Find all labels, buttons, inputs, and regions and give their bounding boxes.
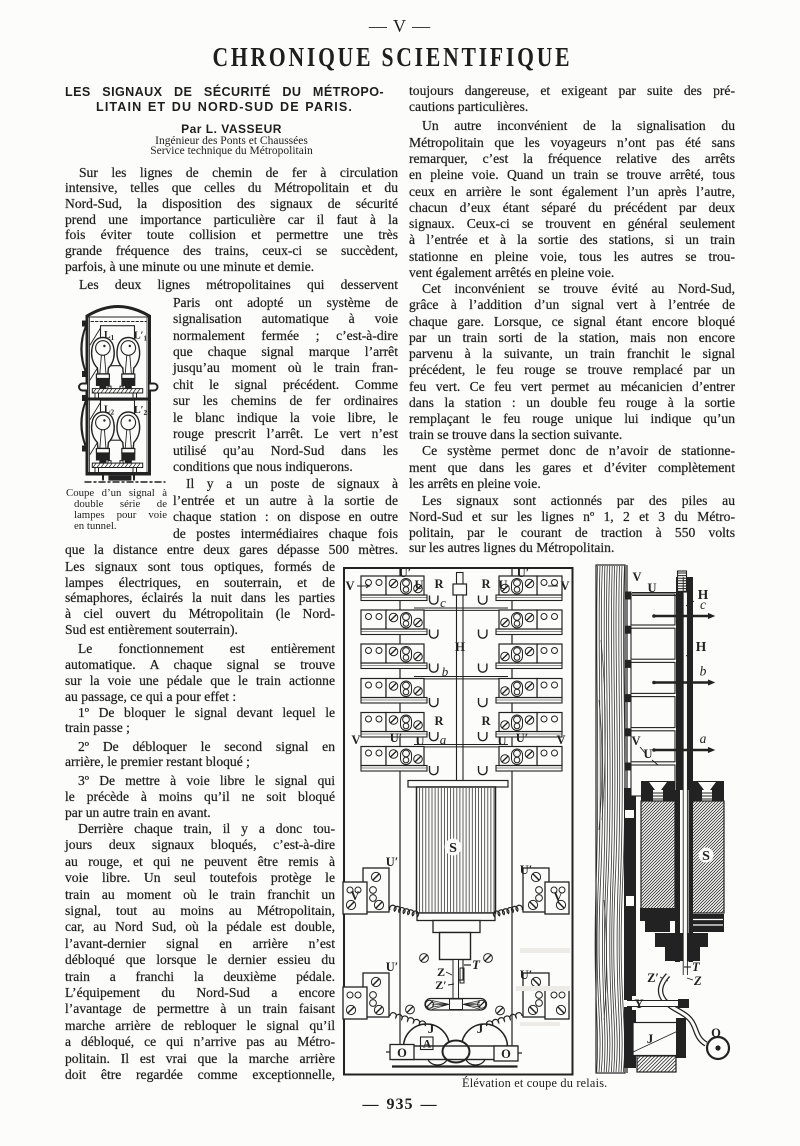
svg-text:S: S bbox=[702, 849, 710, 864]
svg-text:J: J bbox=[477, 1021, 484, 1036]
svg-text:U: U bbox=[643, 747, 652, 761]
svg-text:S: S bbox=[449, 841, 457, 856]
svg-text:H: H bbox=[455, 639, 465, 654]
svg-text:U′: U′ bbox=[520, 863, 533, 877]
svg-text:O: O bbox=[711, 1026, 721, 1040]
svg-text:T: T bbox=[692, 960, 701, 974]
svg-text:U′: U′ bbox=[386, 960, 399, 974]
svg-text:H: H bbox=[696, 639, 707, 654]
svg-text:V: V bbox=[560, 579, 569, 593]
svg-text:J: J bbox=[647, 1031, 654, 1046]
svg-text:b: b bbox=[700, 664, 707, 679]
svg-text:Y: Y bbox=[634, 997, 643, 1011]
svg-text:J: J bbox=[428, 1021, 435, 1036]
svg-text:V: V bbox=[345, 579, 354, 593]
svg-text:U: U bbox=[414, 578, 423, 592]
svg-text:U: U bbox=[498, 578, 507, 592]
svg-text:Z′: Z′ bbox=[435, 978, 446, 992]
svg-text:V: V bbox=[631, 734, 640, 748]
svg-text:R: R bbox=[481, 714, 491, 728]
svg-text:T: T bbox=[472, 957, 481, 972]
svg-text:c: c bbox=[700, 597, 706, 612]
svg-text:U′: U′ bbox=[520, 968, 533, 982]
svg-text:U′: U′ bbox=[517, 566, 530, 580]
svg-text:U′: U′ bbox=[399, 566, 412, 580]
svg-text:V: V bbox=[351, 733, 360, 747]
svg-text:V: V bbox=[556, 733, 565, 747]
svg-text:U: U bbox=[415, 734, 424, 748]
svg-text:U: U bbox=[647, 581, 656, 595]
svg-text:Z′: Z′ bbox=[647, 971, 659, 985]
svg-text:U: U bbox=[497, 734, 506, 748]
svg-text:a: a bbox=[700, 731, 707, 746]
svg-text:U′: U′ bbox=[386, 855, 399, 869]
svg-text:U′: U′ bbox=[390, 731, 403, 745]
svg-text:Z: Z bbox=[693, 974, 702, 988]
svg-text:O: O bbox=[397, 1046, 407, 1060]
svg-text:O: O bbox=[501, 1047, 511, 1061]
svg-text:V: V bbox=[350, 889, 359, 903]
svg-text:V: V bbox=[553, 890, 562, 904]
svg-text:b: b bbox=[442, 664, 449, 679]
svg-text:R: R bbox=[434, 714, 444, 728]
svg-text:R: R bbox=[434, 577, 444, 591]
svg-text:A: A bbox=[423, 1039, 432, 1051]
svg-text:V: V bbox=[632, 570, 641, 584]
svg-text:a: a bbox=[440, 732, 447, 747]
svg-text:L1: L1 bbox=[104, 330, 115, 342]
svg-text:Z: Z bbox=[437, 965, 445, 979]
svg-text:c: c bbox=[440, 595, 446, 610]
svg-text:R: R bbox=[481, 577, 491, 591]
svg-text:H: H bbox=[698, 587, 709, 602]
svg-text:L2: L2 bbox=[104, 405, 115, 417]
svg-text:U′: U′ bbox=[516, 731, 529, 745]
